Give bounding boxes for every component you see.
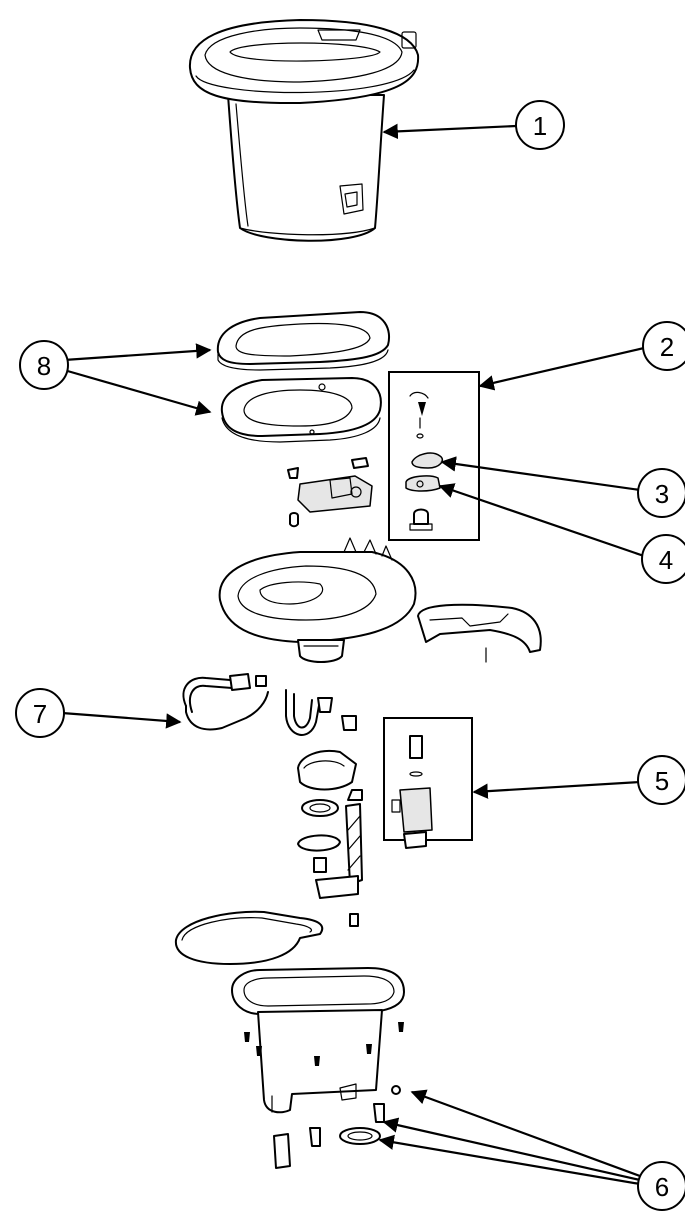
callout-8: 8 — [19, 340, 69, 390]
toilet-bowl — [218, 537, 417, 663]
callout-8-label: 8 — [37, 351, 51, 381]
callout-1-label: 1 — [533, 111, 547, 141]
valve-assembly-box — [383, 717, 473, 849]
hose-assembly — [182, 673, 357, 736]
callout-6: 6 — [637, 1161, 685, 1211]
flush-valve-parts — [297, 750, 363, 927]
callout-7: 7 — [15, 688, 65, 738]
small-hardware — [287, 457, 373, 528]
base-gasket — [174, 910, 324, 965]
callout-3: 3 — [637, 468, 685, 518]
callout-2-label: 2 — [660, 332, 674, 362]
assembled-toilet — [188, 19, 420, 242]
callout-3-label: 3 — [655, 479, 669, 509]
callout-2: 2 — [642, 321, 685, 371]
leader-lines — [61, 123, 645, 1186]
valve-parts-box — [388, 371, 480, 541]
toilet-seat-cover — [216, 311, 390, 371]
bowl-bracket — [417, 603, 542, 663]
seat-ring — [220, 377, 382, 443]
callout-5: 5 — [637, 755, 685, 805]
toilet-base — [231, 967, 405, 1114]
callout-5-label: 5 — [655, 766, 669, 796]
base-hardware — [273, 1085, 401, 1169]
callout-6-label: 6 — [655, 1172, 669, 1202]
callout-7-label: 7 — [33, 699, 47, 729]
callout-4: 4 — [641, 534, 685, 584]
callout-1: 1 — [515, 100, 565, 150]
callout-4-label: 4 — [659, 545, 673, 575]
